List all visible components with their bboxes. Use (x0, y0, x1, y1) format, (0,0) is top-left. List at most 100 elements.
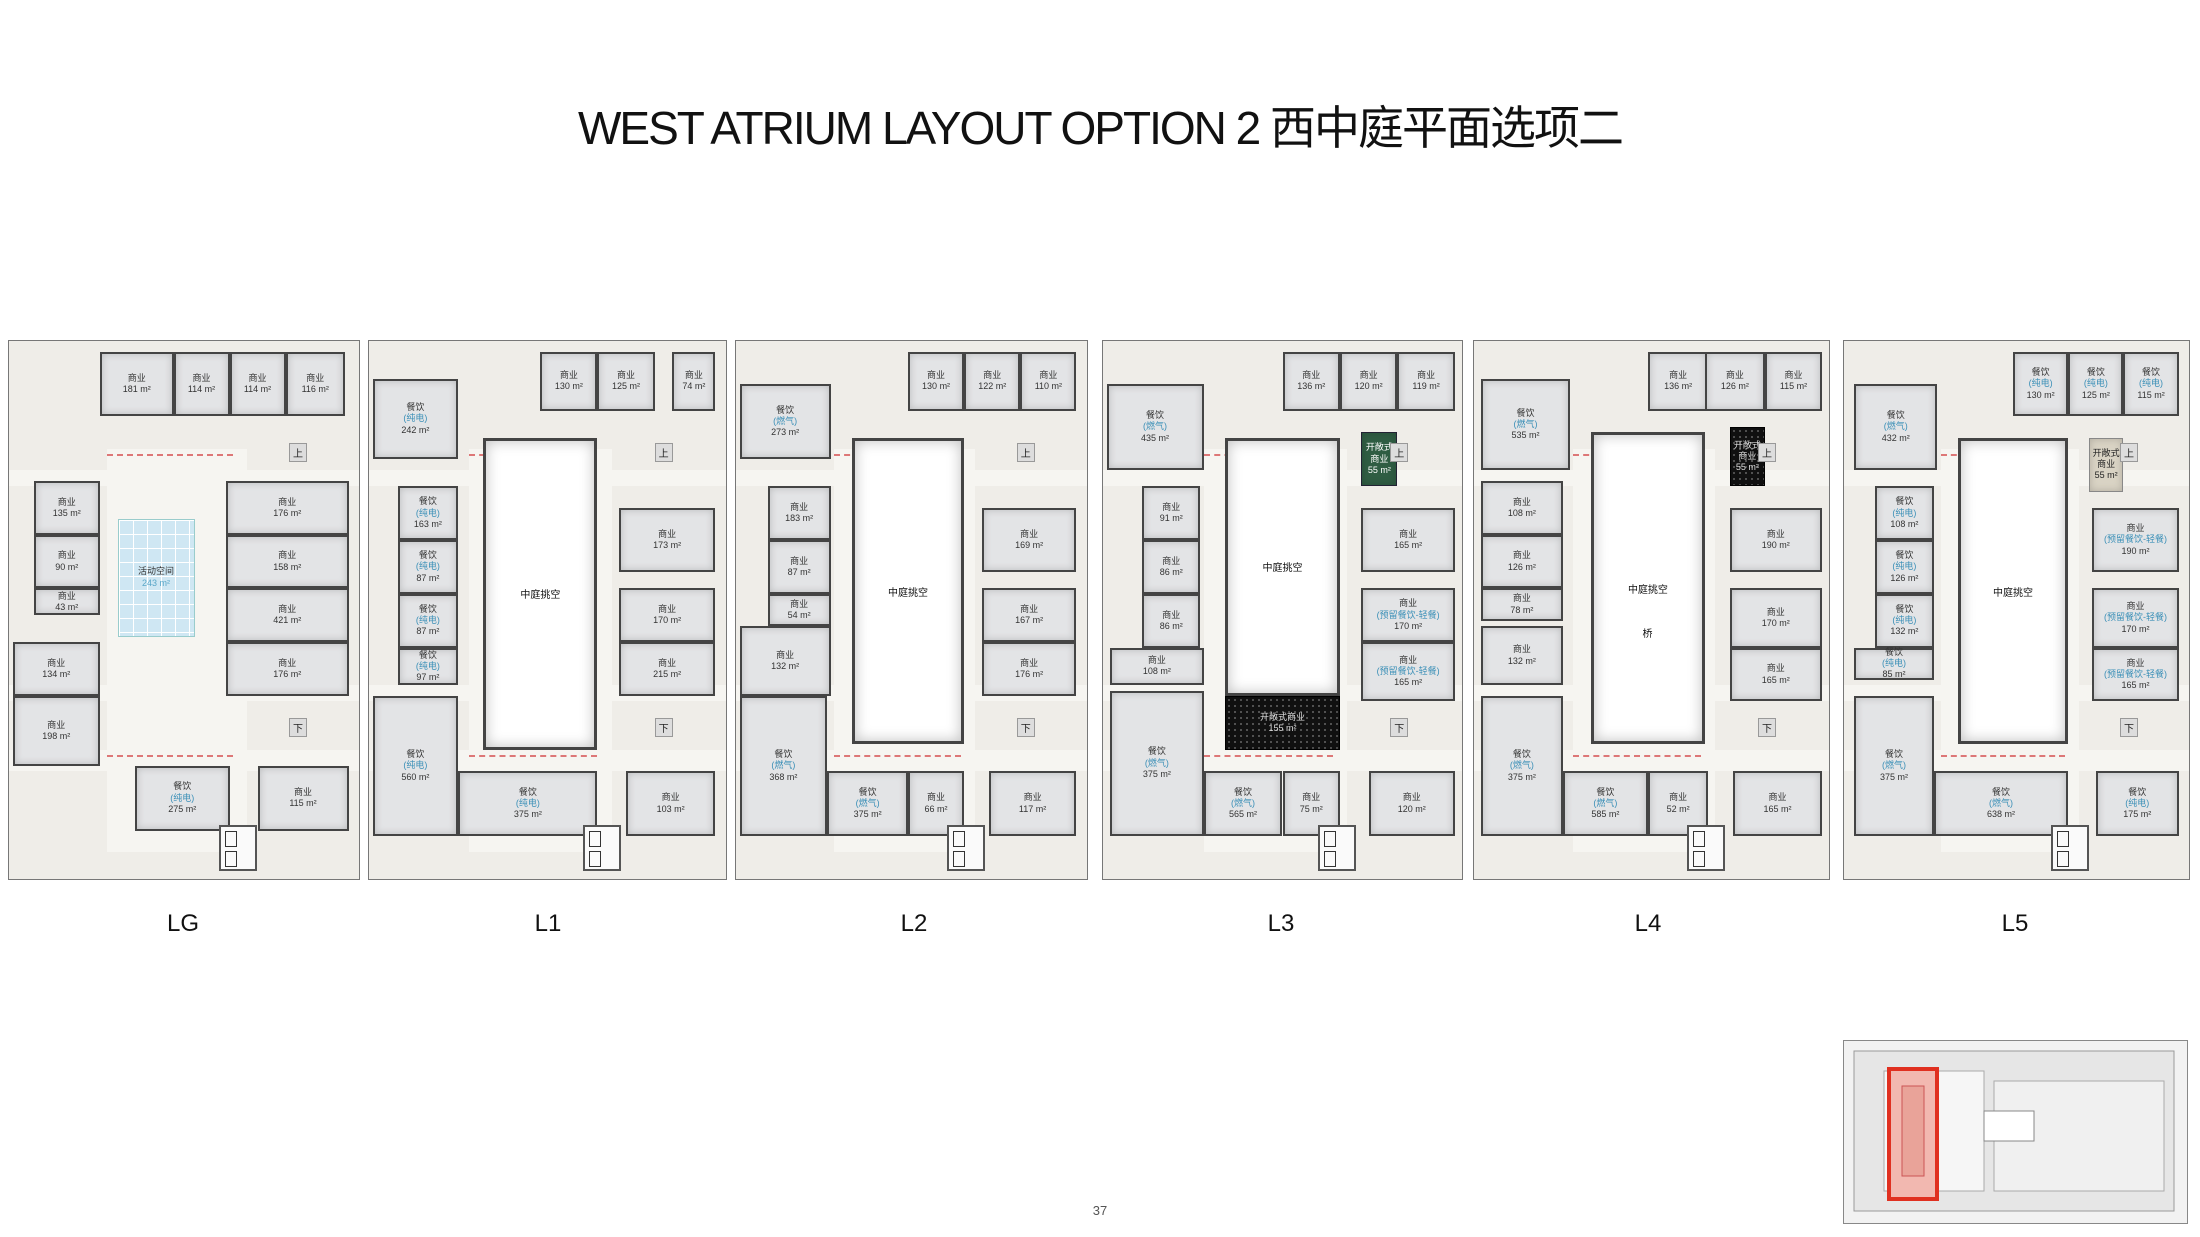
room-area: 110 m² (1034, 381, 1063, 392)
room-type: 餐饮 (1895, 496, 1914, 507)
escalator-up-label: 上 (654, 443, 673, 463)
room-area: 175 m² (2123, 809, 2152, 820)
room-area: 114 m² (187, 384, 216, 395)
room-note: (纯电) (1882, 658, 1907, 669)
room-area: 242 m² (401, 424, 430, 435)
room-area: 75 m² (1299, 803, 1323, 814)
room-type: 商业 (1766, 663, 1785, 674)
floor-label: L3 (1267, 910, 1295, 937)
room-note: (燃气) (1883, 421, 1908, 432)
room-area: 132 m² (1507, 655, 1536, 666)
room-type: 商业 (1512, 550, 1531, 561)
room-area: 52 m² (1666, 803, 1690, 814)
room-type: 商业 (2126, 657, 2145, 668)
room-type: 商业 (1359, 370, 1378, 381)
escalator-down-label: 下 (289, 717, 307, 737)
room-note: (预留餐饮-轻餐) (1376, 666, 1440, 677)
room-type: 餐饮 (173, 781, 192, 792)
room-unit: 商业(预留餐饮-轻餐)190 m² (2092, 507, 2179, 573)
room-type: 餐饮 (776, 404, 795, 415)
elevator-core (946, 825, 985, 872)
room-area: 170 m² (653, 615, 682, 626)
room-type: 商业 (57, 590, 76, 601)
room-area: 108 m² (1890, 518, 1919, 529)
room-type: 餐饮 (406, 749, 425, 760)
room-unit: 餐饮(纯电)115 m² (2123, 351, 2179, 417)
atrium-void-label: 中庭挑空 (1627, 584, 1668, 596)
room-area: 421 m² (273, 615, 302, 626)
room-area: 74 m² (682, 381, 706, 392)
room-note: (纯电) (515, 798, 540, 809)
room-area: 375 m² (1880, 771, 1909, 782)
atrium-void: 中庭挑空 (1225, 437, 1340, 697)
room-area: 275 m² (168, 803, 197, 814)
room-type: 商业 (293, 787, 312, 798)
room-unit: 商业(预留餐饮-轻餐)170 m² (2092, 588, 2179, 648)
room-unit: 餐饮(燃气)375 m² (1110, 690, 1204, 836)
room-area: 130 m² (922, 381, 951, 392)
room-note: (纯电) (1892, 507, 1917, 518)
room-type: 餐饮 (418, 550, 437, 561)
room-unit: 餐饮(纯电)275 m² (135, 766, 230, 831)
room-note: (预留餐饮-轻餐) (2104, 612, 2168, 623)
room-unit: 餐饮(纯电)175 m² (2095, 771, 2179, 836)
room-type: 餐饮 (406, 402, 425, 413)
room-type: 商业 (47, 657, 66, 668)
room-type: 餐饮 (1596, 786, 1615, 797)
room-area: 375 m² (1507, 771, 1536, 782)
elevator-core (2051, 825, 2089, 872)
room-type: 商业 (2126, 601, 2145, 612)
room-area: 116 m² (301, 384, 329, 395)
room-type: 商业 (1162, 609, 1181, 620)
fire-separation-line (468, 755, 598, 758)
room-area: 115 m² (289, 798, 317, 809)
room-area: 170 m² (1761, 618, 1790, 629)
room-type: 餐饮 (418, 603, 437, 614)
room-type: 商业 (47, 719, 66, 730)
room-note: (纯电) (2028, 378, 2053, 389)
room-note: (纯电) (403, 413, 428, 424)
room-note: (预留餐饮-轻餐) (2104, 534, 2168, 545)
room-note: (纯电) (415, 507, 440, 518)
page-title: WEST ATRIUM LAYOUT OPTION 2 西中庭平面选项二 (577, 102, 1624, 154)
room-type: 商业 (1402, 792, 1421, 803)
room-type: 开敞式商业 (1365, 442, 1393, 464)
room-area: 43 m² (55, 601, 79, 612)
fire-separation-line (107, 453, 233, 456)
room-area: 243 m² (141, 577, 170, 588)
atrium-void-label: 中庭挑空 (520, 590, 561, 602)
room-type: 商业 (658, 604, 677, 615)
room-type: 开敞式商业 (1733, 439, 1761, 462)
room-note: (燃气) (1143, 421, 1168, 432)
corridor (369, 749, 726, 772)
room-area: 176 m² (273, 669, 302, 680)
room-area: 136 m² (1664, 381, 1693, 392)
room-type: 餐饮 (1886, 410, 1905, 421)
room-area: 638 m² (1986, 809, 2015, 820)
room-area: 85 m² (1882, 669, 1906, 680)
room-type: 商业 (1669, 792, 1688, 803)
floor-label: L4 (1634, 910, 1662, 937)
room-type: 商业 (1162, 555, 1181, 566)
room-note: (纯电) (1892, 561, 1917, 572)
room-type: 餐饮 (1991, 786, 2010, 797)
room-type: 商业 (1725, 370, 1744, 381)
room-note: (纯电) (403, 760, 428, 771)
room-type: 餐饮 (2031, 367, 2050, 378)
room-type: 活动空间 (137, 566, 174, 577)
room-type: 商业 (790, 501, 809, 512)
room-type: 商业 (1399, 654, 1418, 665)
